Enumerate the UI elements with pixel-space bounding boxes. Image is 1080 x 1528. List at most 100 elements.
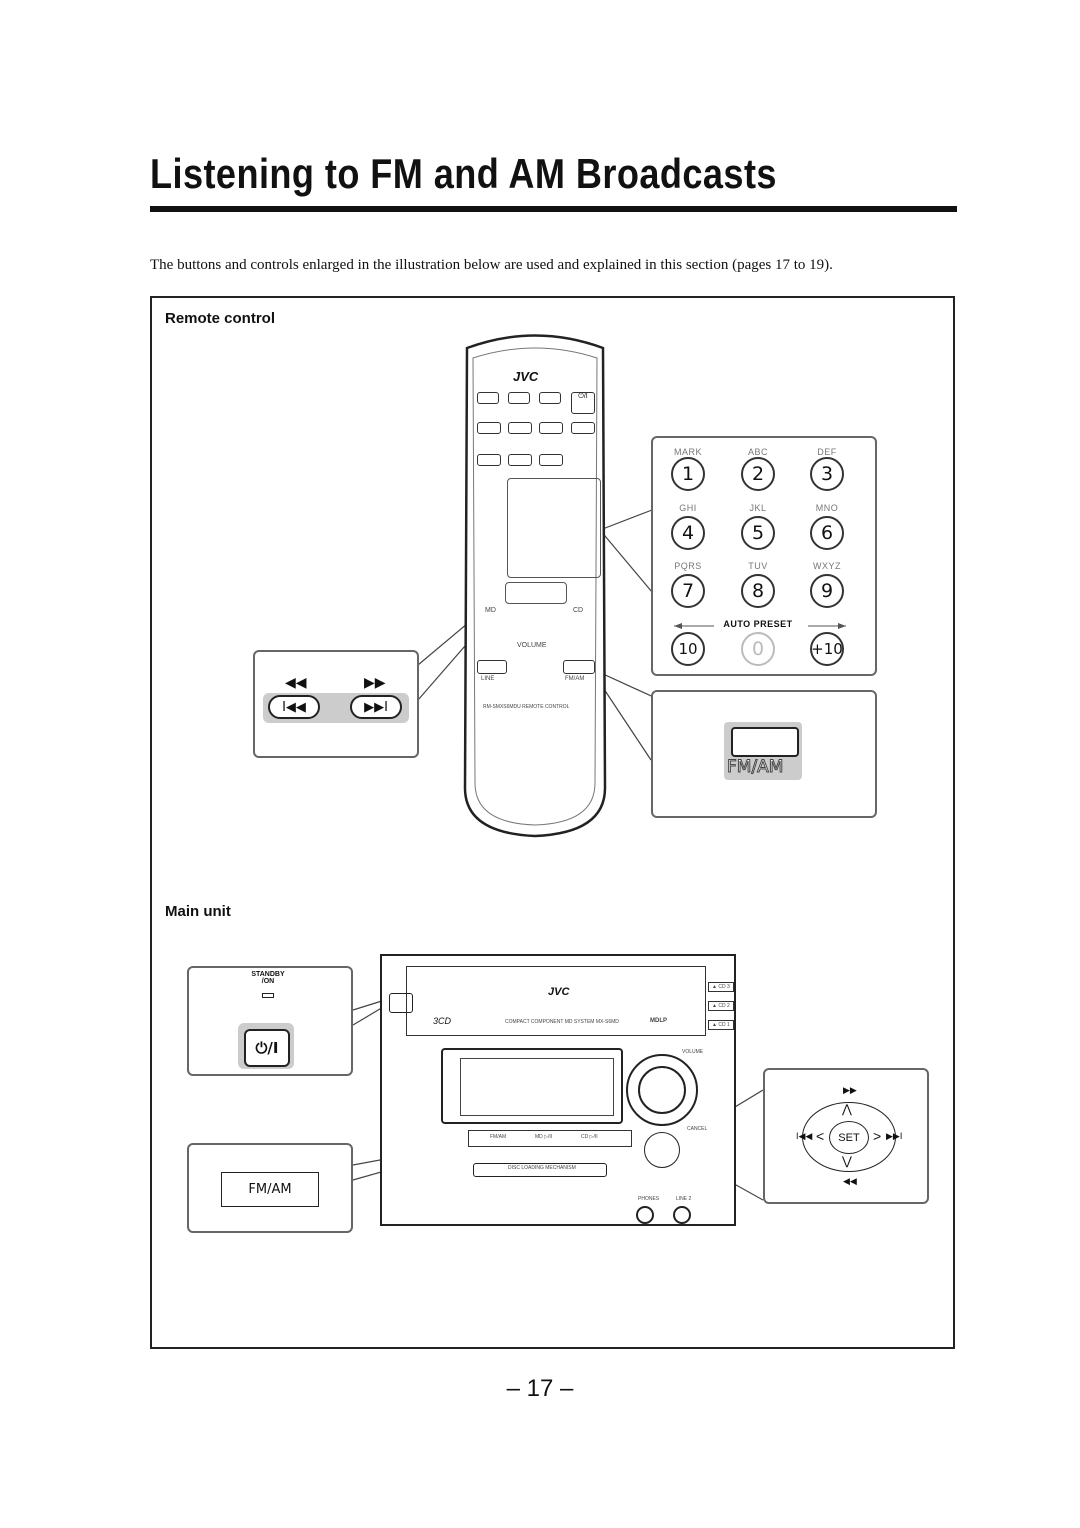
dpad-rew-icon: ◀◀	[843, 1176, 857, 1186]
main-fmam-button[interactable]: FM/AM	[221, 1172, 319, 1207]
zoom-fmam-box	[651, 690, 877, 818]
remote-skip-area	[505, 582, 567, 604]
dpad-outer	[802, 1102, 896, 1172]
main-cancel-label: CANCEL	[687, 1126, 708, 1132]
illustration-frame	[150, 296, 955, 1349]
keypad-letters-2-2: WXYZ	[813, 561, 841, 571]
keypad-key-7[interactable]: 7	[671, 574, 705, 608]
remote-dimmer-button[interactable]	[477, 454, 501, 466]
zoom-main-fmam-box	[187, 1143, 353, 1233]
keypad-letters-2-0: PQRS	[674, 561, 702, 571]
fast-forward-icon: ▶▶	[364, 675, 386, 691]
remote-playmode-button[interactable]	[508, 454, 532, 466]
remote-animation-button[interactable]	[477, 422, 501, 434]
main-disc-slot	[473, 1163, 607, 1177]
cd2-eject-button[interactable]: ▲ CD 2	[708, 1001, 734, 1011]
remote-cd1-button[interactable]	[477, 392, 499, 404]
standby-button[interactable]: ⏻/I	[244, 1029, 290, 1067]
remote-seep-button[interactable]	[571, 422, 595, 434]
main-fmam-small-button[interactable]: FM/AM	[490, 1134, 507, 1140]
main-unit-inner	[406, 966, 706, 1036]
volume-knob[interactable]	[626, 1054, 698, 1126]
remote-model-label: RM-SMXS6MDU REMOTE CONTROL	[483, 704, 570, 710]
standby-indicator	[262, 993, 274, 998]
previous-track-button[interactable]: I◀◀	[268, 695, 320, 719]
line2-jack[interactable]	[673, 1206, 691, 1224]
main-md-button[interactable]: MD ▷/II	[535, 1134, 553, 1140]
dpad-ff-icon: ▶▶	[843, 1085, 857, 1095]
remote-power-button[interactable]: ⏻/I	[571, 392, 595, 414]
keypad-key-3[interactable]: 3	[810, 457, 844, 491]
keypad-key-5[interactable]: 5	[741, 516, 775, 550]
next-track-button[interactable]: ▶▶I	[350, 695, 402, 719]
remote-sound-button[interactable]	[539, 422, 563, 434]
keypad-letters-0-2: DEF	[817, 447, 837, 457]
remote-button-grid: ⏻/I MD CD VOLUME LINE FM/AM RM-SMXS6MDU …	[475, 392, 601, 722]
remote-fmam-button[interactable]	[563, 660, 595, 674]
cd1-eject-button[interactable]: ▲ CD 1	[708, 1020, 734, 1030]
main-unit-3cd: 3CD	[433, 1016, 452, 1026]
keypad-key-1[interactable]: 1	[671, 457, 705, 491]
main-unit-label: Main unit	[165, 903, 231, 920]
main-standby-button[interactable]	[389, 993, 413, 1013]
keypad-key-+10[interactable]: +10	[810, 632, 844, 666]
keypad-key-0[interactable]: 0	[741, 632, 775, 666]
main-disc-text: DISC LOADING MECHANISM	[508, 1165, 576, 1171]
main-unit-mdlp: MDLP	[650, 1018, 667, 1024]
remote-bass-button[interactable]	[508, 422, 532, 434]
remote-fmam-label-zoom: FM/AM	[726, 757, 784, 778]
dpad-set-button[interactable]: SET	[829, 1121, 869, 1154]
main-button-row	[468, 1130, 632, 1147]
main-unit-system-text: COMPACT COMPONENT MD SYSTEM MX-S6MD	[505, 1019, 619, 1025]
title-rule	[150, 206, 957, 212]
keypad-letters-0-1: ABC	[747, 447, 768, 457]
remote-md-label: MD	[485, 607, 496, 614]
keypad-letters-1-1: JKL	[749, 503, 767, 513]
keypad-key-6[interactable]: 6	[810, 516, 844, 550]
keypad-letters-0-0: MARK	[673, 447, 702, 457]
page-title: Listening to FM and AM Broadcasts	[150, 150, 777, 197]
remote-fmam-label: FM/AM	[565, 676, 585, 682]
right-arrow-icon[interactable]: >	[873, 1128, 882, 1144]
remote-volume-label: VOLUME	[517, 642, 547, 649]
keypad-key-9[interactable]: 9	[810, 574, 844, 608]
keypad-letters-1-0: GHI	[679, 503, 697, 513]
dpad-next-icon: ▶▶I	[886, 1131, 903, 1141]
phones-jack[interactable]	[636, 1206, 654, 1224]
main-display-inner	[460, 1058, 614, 1116]
main-cd-button[interactable]: CD ▷/II	[581, 1134, 598, 1140]
up-arrow-icon[interactable]: ⋀	[842, 1102, 852, 1116]
main-unit-brand: JVC	[548, 986, 570, 998]
remote-cd2-button[interactable]	[508, 392, 530, 404]
left-arrow-icon[interactable]: <	[816, 1128, 825, 1144]
volume-knob-inner	[638, 1066, 686, 1114]
dpad-prev-icon: I◀◀	[796, 1131, 813, 1141]
remote-cd3-button[interactable]	[539, 392, 561, 404]
down-arrow-icon[interactable]: ⋁	[842, 1154, 852, 1168]
intro-text: The buttons and controls enlarged in the…	[150, 257, 833, 273]
keypad-letters-3-1: AUTO PRESET	[723, 619, 793, 629]
main-line2-label: LINE 2	[676, 1196, 692, 1202]
keypad-key-10[interactable]: 10	[671, 632, 705, 666]
keypad-letters-1-2: MNO	[815, 503, 839, 513]
main-volume-label: VOLUME	[682, 1049, 704, 1055]
remote-repeat-button[interactable]	[539, 454, 563, 466]
standby-label: STANDBY /ON	[251, 971, 285, 985]
auto-preset-arrows	[674, 623, 846, 629]
main-phones-label: PHONES	[638, 1196, 660, 1202]
remote-brand: JVC	[513, 369, 539, 384]
remote-control-label: Remote control	[165, 310, 276, 327]
keypad-key-4[interactable]: 4	[671, 516, 705, 550]
page-number: – 17 –	[506, 1375, 574, 1402]
remote-cd-label: CD	[573, 607, 584, 614]
keypad-key-2[interactable]: 2	[741, 457, 775, 491]
remote-line-label: LINE	[481, 676, 495, 682]
cd3-eject-button[interactable]: ▲ CD 3	[708, 982, 734, 992]
remote-keypad-area	[507, 478, 601, 578]
remote-fmam-button-zoom[interactable]	[731, 727, 799, 757]
rewind-icon: ◀◀	[285, 675, 307, 691]
remote-line-button[interactable]	[477, 660, 507, 674]
main-dpad[interactable]	[644, 1132, 680, 1168]
main-display-area	[441, 1048, 623, 1124]
keypad-key-8[interactable]: 8	[741, 574, 775, 608]
